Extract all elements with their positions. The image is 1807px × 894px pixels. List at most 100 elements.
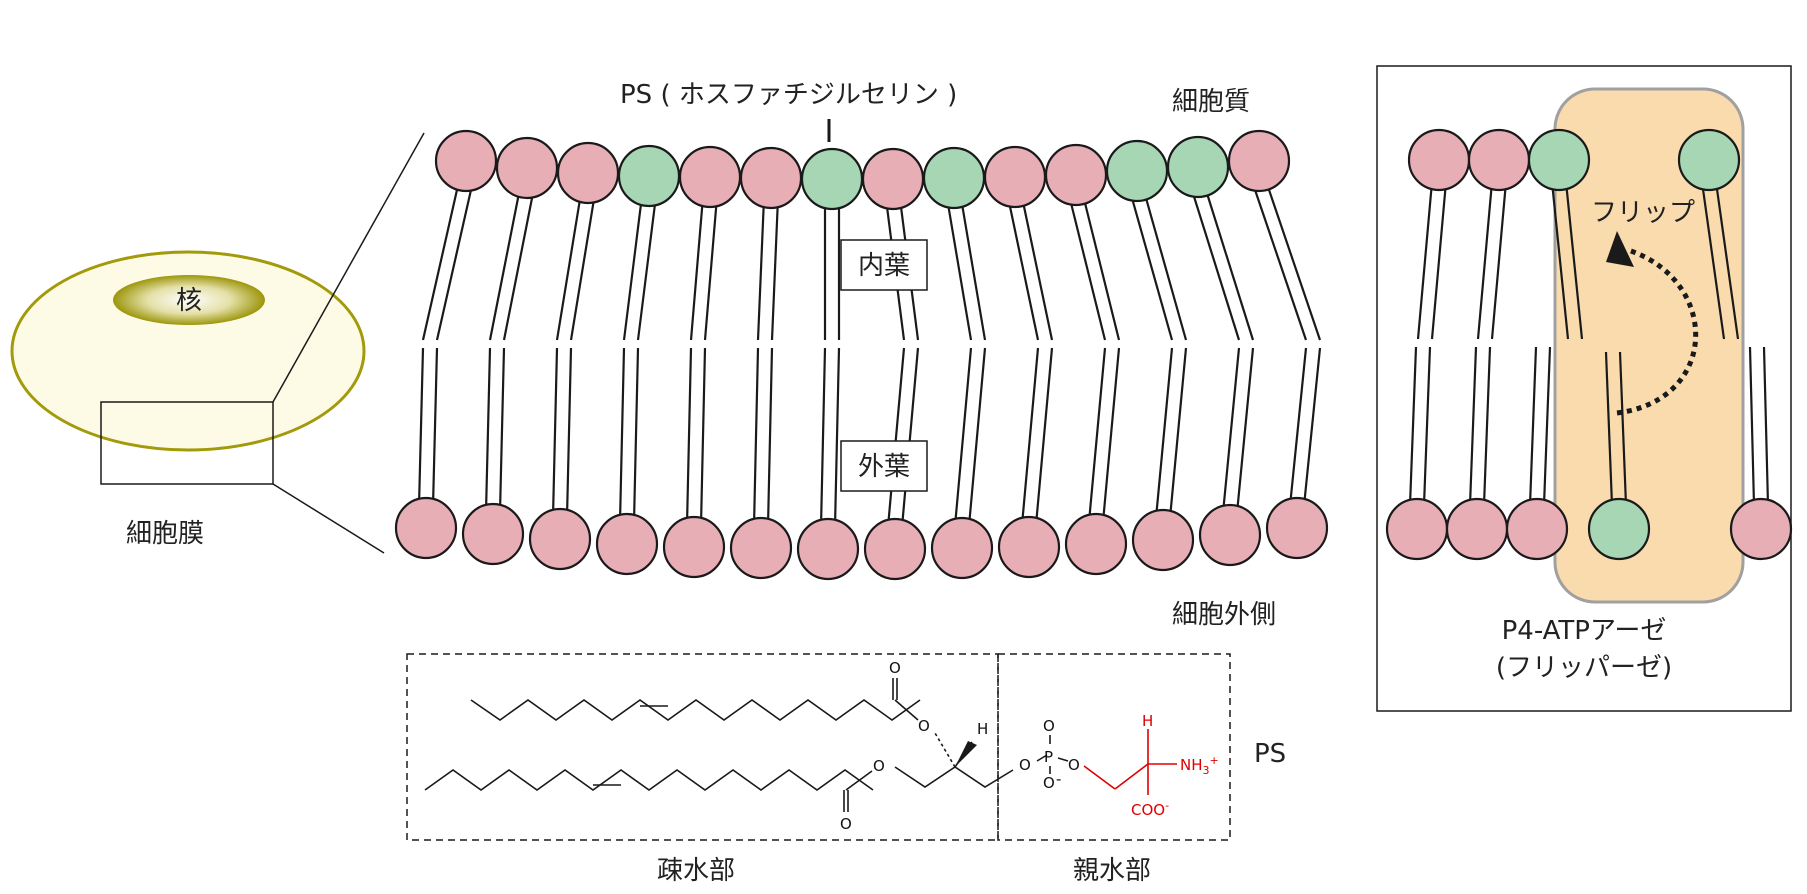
acyl-chains xyxy=(424,678,1069,812)
inner-lipid-tails xyxy=(1189,186,1255,341)
outer-lipid-tails xyxy=(819,347,841,528)
nh3-text: NH3+ xyxy=(1180,754,1219,777)
pc-head-outer xyxy=(1131,508,1195,572)
lipid-tail xyxy=(632,347,640,523)
panel-outer-tails xyxy=(1748,346,1770,506)
lipid-tail xyxy=(752,347,760,527)
panel-outer-tails xyxy=(1408,346,1432,506)
lipid-tail xyxy=(770,197,780,341)
panel-inner-heads xyxy=(1407,128,1741,192)
phosphate-to-o xyxy=(1036,754,1048,762)
o-phosphate-bottom: O xyxy=(1043,774,1055,792)
lipid-tail xyxy=(1618,351,1628,506)
pc-head-inner xyxy=(983,145,1047,209)
serine-headgroup xyxy=(1083,729,1177,795)
lipid-tail xyxy=(1189,186,1241,341)
ps-head-inner xyxy=(1105,139,1169,203)
o-phosphate-top: O xyxy=(1043,717,1055,735)
ps-full-label: PS ( ホスファチジルセリン ) xyxy=(620,80,957,110)
ps-head-inner xyxy=(800,147,864,211)
pc-head-inner xyxy=(1227,129,1291,193)
panel-ps-head-inner xyxy=(1527,128,1591,192)
lipid-tail xyxy=(1762,346,1770,506)
outer-lipid-tails xyxy=(1087,347,1121,523)
lipid-tail xyxy=(1302,347,1322,507)
lipid-tail xyxy=(953,347,973,527)
flippase-panel: フリップ P4-ATPアーゼ (フリッパーゼ) xyxy=(1376,65,1793,712)
lipid-tail xyxy=(488,187,522,341)
lipid-tail xyxy=(1142,190,1188,341)
pc-head-outer xyxy=(863,517,927,581)
lipid-tail xyxy=(622,195,644,341)
lipid-tail xyxy=(967,347,987,527)
glycerol-wedge xyxy=(955,741,977,767)
outer-leaflet-box xyxy=(840,440,928,492)
panel-pc-head-outer xyxy=(1445,497,1509,561)
lipid-tail xyxy=(1020,196,1054,341)
lipid-tail xyxy=(1700,181,1726,340)
o-serine-link: O xyxy=(1068,756,1080,774)
o-sn2-carbonyl: O xyxy=(889,659,901,677)
lipid-tail xyxy=(618,347,626,523)
pc-head-inner xyxy=(1044,143,1108,207)
glycerol-stereo xyxy=(934,732,956,768)
panel-pc-head-outer xyxy=(1385,497,1449,561)
panel-ps-head-flipping xyxy=(1587,497,1651,561)
pc-head-inner xyxy=(556,141,620,205)
enzyme-label-line1: P4-ATPアーゼ xyxy=(1502,616,1667,646)
lipid-tail xyxy=(1081,194,1121,341)
panel-inner-tails xyxy=(1550,181,1584,340)
lipid-tail xyxy=(636,195,658,341)
inner-lipid-tails xyxy=(488,187,536,341)
pc-head-outer xyxy=(528,507,592,571)
o-sn1-carbonyl: O xyxy=(840,815,852,833)
h-serine: H xyxy=(1142,712,1153,730)
nucleus xyxy=(113,275,265,325)
inner-lipid-tails xyxy=(1006,196,1054,341)
inner-lipid-tails xyxy=(1067,194,1121,341)
ps-head-inner xyxy=(1166,135,1230,199)
lipid-tail xyxy=(417,347,425,507)
glycerol-backbone xyxy=(894,766,1014,788)
pc-head-outer xyxy=(662,515,726,579)
extracellular-label: 細胞外側 xyxy=(1172,600,1276,630)
lipid-tail xyxy=(1550,181,1570,340)
panel-pc-head-inner xyxy=(1407,128,1471,192)
pc-head-inner xyxy=(434,129,498,193)
outer-lipid-tails xyxy=(886,347,920,528)
lipid-tail xyxy=(766,347,774,527)
ps-head-inner xyxy=(922,146,986,210)
lipid-tail xyxy=(756,197,766,341)
ps-short-label: PS xyxy=(1254,739,1286,769)
pc-head-inner xyxy=(861,147,925,211)
lipid-tail xyxy=(1203,186,1255,341)
lipid-tails xyxy=(417,180,1322,528)
outer-leaflet-label: 外葉 xyxy=(858,452,910,482)
sn2-chain xyxy=(470,699,921,721)
outer-lipid-tails xyxy=(551,347,573,518)
sn1-chain xyxy=(424,769,874,791)
hydrophobic-label: 疎水部 xyxy=(657,856,735,886)
lipid-tail xyxy=(1250,180,1308,341)
phosphate-minus: - xyxy=(1056,770,1061,788)
lipid-tail xyxy=(703,196,719,341)
lipid-tail xyxy=(1468,346,1478,506)
flip-arrow-head xyxy=(1606,231,1634,267)
lipid-tail xyxy=(1408,346,1418,506)
panel-outer-tails xyxy=(1468,346,1492,506)
sn2-ester xyxy=(894,699,919,721)
lipid-tail xyxy=(945,197,973,341)
sn1-ester xyxy=(845,770,873,791)
lipid-tail xyxy=(1288,347,1308,507)
lipid-tail xyxy=(886,347,906,528)
outer-lipid-tails xyxy=(1288,347,1322,507)
panel-outer-heads xyxy=(1385,497,1793,561)
lipid-tail xyxy=(569,192,597,341)
outer-lipid-tails xyxy=(618,347,640,523)
lipid-tail xyxy=(819,347,827,528)
pc-head-outer xyxy=(729,516,793,580)
membrane-bilayer: PS ( ホスファチジルセリン ) 細胞質 内葉 外葉 細胞外側 xyxy=(394,80,1329,630)
panel-outer-tails xyxy=(1528,346,1552,506)
lipid-tail xyxy=(498,347,506,513)
lipid-tail xyxy=(1168,347,1188,519)
